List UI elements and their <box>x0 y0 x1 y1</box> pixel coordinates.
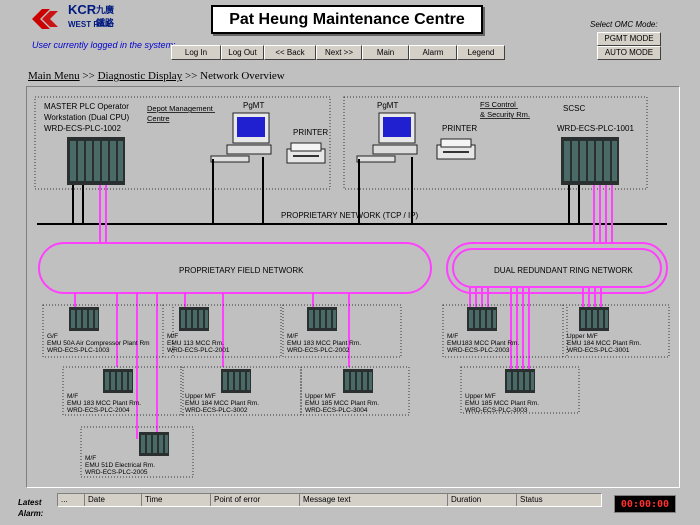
kcr-logo-mark-icon <box>32 9 58 29</box>
alarm-col-date[interactable]: Date <box>85 494 142 506</box>
logo-chinese-text: 九廣鐵路 <box>96 6 115 29</box>
plc-3004-icon[interactable] <box>343 369 373 393</box>
right-station-box <box>343 96 648 190</box>
breadcrumb-diagnostic-display[interactable]: Diagnostic Display <box>97 70 183 82</box>
fs-control-link[interactable]: FS Control & Security Rm. <box>480 100 530 119</box>
breadcrumb-current: Network Overview <box>200 70 285 82</box>
alarm-col-duration[interactable]: Duration <box>448 494 517 506</box>
dual-redundant-ring-network[interactable] <box>446 242 668 294</box>
logo-subtitle: WEST RAIL <box>68 20 112 29</box>
latest-alarm-label: Latest Alarm: <box>18 498 44 518</box>
scsc-plc-label: WRD-ECS-PLC-1001 <box>557 124 634 133</box>
next-button[interactable]: Next >> <box>316 45 362 60</box>
left-workstation-icon[interactable] <box>210 112 272 163</box>
plc-2001-icon[interactable] <box>179 307 209 331</box>
right-printer-icon[interactable] <box>436 138 476 160</box>
alarm-col-message-text[interactable]: Message text <box>300 494 448 506</box>
plc-2003-icon[interactable] <box>467 307 497 331</box>
right-pgmt-label: PgMT <box>377 101 398 110</box>
plc-2002-icon[interactable] <box>307 307 337 331</box>
breadcrumb: Main Menu >> Diagnostic Display >> Netwo… <box>28 70 285 82</box>
pgmt-mode-button[interactable]: PGMT MODE <box>597 32 661 46</box>
left-pgmt-label: PgMT <box>243 101 264 110</box>
right-workstation-icon[interactable] <box>356 112 418 163</box>
alarm-table-header[interactable]: ... Date Time Point of error Message tex… <box>57 493 602 507</box>
logout-button[interactable]: Log Out <box>221 45 264 60</box>
plc-3001-icon[interactable] <box>579 307 609 331</box>
network-diagram: MASTER PLC Operator Workstation (Dual CP… <box>26 86 680 488</box>
proprietary-field-network[interactable] <box>38 242 432 294</box>
left-station-box <box>34 96 331 190</box>
login-button[interactable]: Log In <box>171 45 221 60</box>
omc-mode-label: Select OMC Mode: <box>590 20 658 29</box>
kcr-logo: KCR 九廣鐵路 WEST RAIL <box>28 2 114 36</box>
field-network-label: PROPRIETARY FIELD NETWORK <box>179 266 304 275</box>
alarm-col-point-of-error[interactable]: Point of error <box>211 494 300 506</box>
back-button[interactable]: << Back <box>264 45 316 60</box>
master-plc-icon[interactable] <box>67 137 125 185</box>
alarm-button[interactable]: Alarm <box>409 45 457 60</box>
plc-1003-icon[interactable] <box>69 307 99 331</box>
master-plc-label: MASTER PLC Operator Workstation (Dual CP… <box>44 102 131 133</box>
proprietary-network-label: PROPRIETARY NETWORK (TCP / IP) <box>281 211 419 220</box>
alarm-col-more[interactable]: ... <box>58 494 85 506</box>
tcp-drops <box>37 157 667 225</box>
legend-button[interactable]: Legend <box>457 45 505 60</box>
alarm-col-status[interactable]: Status <box>520 495 543 504</box>
depot-management-link[interactable]: Depot Management Centre <box>147 104 215 123</box>
page-title: Pat Heung Maintenance Centre <box>211 5 483 34</box>
main-button[interactable]: Main <box>362 45 409 60</box>
ring-network-label: DUAL REDUNDANT RING NETWORK <box>494 266 633 275</box>
plc-3003-icon[interactable] <box>505 369 535 393</box>
scsc-label: SCSC <box>563 104 585 113</box>
left-printer-label: PRINTER <box>293 128 328 137</box>
alarm-col-time[interactable]: Time <box>142 494 211 506</box>
logged-in-user-label: User currently logged in the system: <box>32 40 176 50</box>
left-printer-icon[interactable] <box>286 142 326 164</box>
scsc-plc-icon[interactable] <box>561 137 619 185</box>
alarm-clock: 00:00:00 <box>614 495 676 513</box>
auto-mode-button[interactable]: AUTO MODE <box>597 46 661 60</box>
plc-3002-icon[interactable] <box>221 369 251 393</box>
plc-2004-icon[interactable] <box>103 369 133 393</box>
breadcrumb-main-menu[interactable]: Main Menu <box>28 70 80 82</box>
logo-kcr-text: KCR <box>68 2 97 17</box>
right-printer-label: PRINTER <box>442 124 477 133</box>
plc-2005-icon[interactable] <box>139 432 169 456</box>
